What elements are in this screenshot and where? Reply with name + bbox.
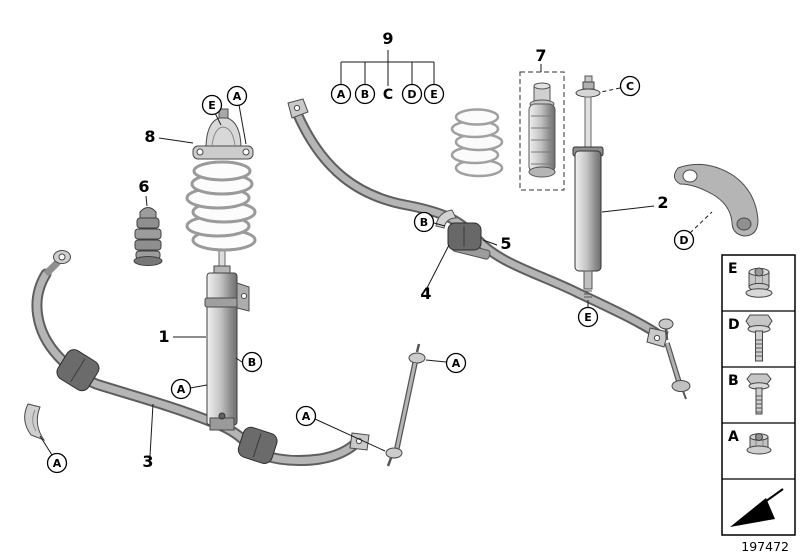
part-label-5[interactable]: 5	[500, 234, 511, 253]
legend-letter-a: A	[728, 429, 739, 445]
group9-callout-d[interactable]: D	[401, 83, 423, 105]
legend-row-d: D	[728, 314, 773, 362]
part-label-7[interactable]: 7	[535, 46, 546, 65]
svg-text:B: B	[361, 88, 369, 101]
fasteners-legend: E D	[721, 254, 796, 536]
front-spring-drawing	[185, 160, 257, 252]
svg-text:A: A	[302, 410, 311, 423]
flange-bolt-icon	[746, 373, 772, 415]
group9-callout-a[interactable]: A	[330, 83, 352, 105]
callout-mount-e[interactable]: E	[201, 94, 223, 116]
legend-letter-b: B	[728, 373, 739, 389]
legend-row-a: A	[728, 429, 772, 455]
part-labels: 1 2 3 4 5 6 7 8	[138, 46, 668, 471]
callout-strut-a[interactable]: A	[170, 378, 192, 400]
svg-text:A: A	[452, 357, 461, 370]
svg-text:C: C	[626, 80, 634, 93]
part-label-6[interactable]: 6	[138, 177, 149, 196]
svg-text:E: E	[584, 311, 592, 324]
svg-text:A: A	[337, 88, 346, 101]
trailing-arm-drawing	[674, 163, 759, 237]
legend-letter-e: E	[728, 261, 738, 277]
svg-text:E: E	[208, 99, 216, 112]
callout-link-bottom-a[interactable]: A	[295, 405, 317, 427]
svg-text:A: A	[53, 457, 62, 470]
part-label-4[interactable]: 4	[420, 284, 431, 303]
group9-item-c[interactable]: C	[383, 87, 393, 103]
doc-number: 197472	[741, 539, 789, 554]
svg-text:B: B	[248, 356, 256, 369]
rear-bar-bushing-drawing	[435, 209, 491, 260]
leader-lines	[39, 64, 713, 457]
svg-text:D: D	[407, 88, 416, 101]
part-label-8[interactable]: 8	[144, 127, 155, 146]
front-stabilizer-bushings-drawing	[56, 349, 278, 464]
callout-front-bar-a[interactable]: A	[46, 452, 68, 474]
callout-strut-b[interactable]: B	[241, 351, 263, 373]
group9-number-label[interactable]: 9	[382, 29, 393, 48]
rear-stabilizer-link-drawing	[658, 318, 691, 400]
legend-letter-d: D	[728, 317, 740, 333]
svg-text:D: D	[679, 234, 688, 247]
bolt-icon	[745, 314, 773, 362]
rear-bump-stop-drawing	[519, 71, 565, 191]
part-label-2[interactable]: 2	[657, 193, 668, 212]
part-label-3[interactable]: 3	[142, 452, 153, 471]
rear-shock-drawing	[572, 75, 604, 306]
part-label-1[interactable]: 1	[158, 327, 169, 346]
group9-callout-b[interactable]: B	[354, 83, 376, 105]
callout-shock-top-c[interactable]: C	[619, 75, 641, 97]
front-bump-stop-drawing	[133, 207, 163, 266]
flange-nut-icon	[746, 433, 772, 455]
front-strut-drawing	[204, 241, 250, 431]
callout-link-top-a[interactable]: A	[445, 352, 467, 374]
svg-text:A: A	[233, 90, 242, 103]
lock-nut-icon	[745, 267, 773, 298]
legend-row-b: B	[728, 373, 772, 415]
group9-tree: 9 A B C D E	[330, 29, 445, 105]
center-stabilizer-link-drawing	[385, 343, 426, 467]
legend-row-arrow	[730, 488, 784, 527]
callout-mount-a[interactable]: A	[226, 85, 248, 107]
fastener-callouts: E A B A B C E D A A A	[46, 75, 695, 474]
svg-text:E: E	[430, 88, 438, 101]
legend-row-e: E	[728, 261, 773, 298]
callout-shock-bottom-e[interactable]: E	[577, 306, 599, 328]
strut-mount-drawing	[192, 108, 254, 160]
svg-text:B: B	[420, 216, 428, 229]
callout-rear-bar-b[interactable]: B	[413, 211, 435, 233]
rear-spring-drawing	[450, 108, 504, 178]
front-stabilizer-bar-drawing	[31, 250, 370, 466]
callout-arm-d[interactable]: D	[673, 229, 695, 251]
stabilizer-clamp-drawing	[24, 403, 46, 442]
svg-text:A: A	[177, 383, 186, 396]
direction-arrow-icon	[730, 488, 784, 527]
group9-callout-e[interactable]: E	[423, 83, 445, 105]
